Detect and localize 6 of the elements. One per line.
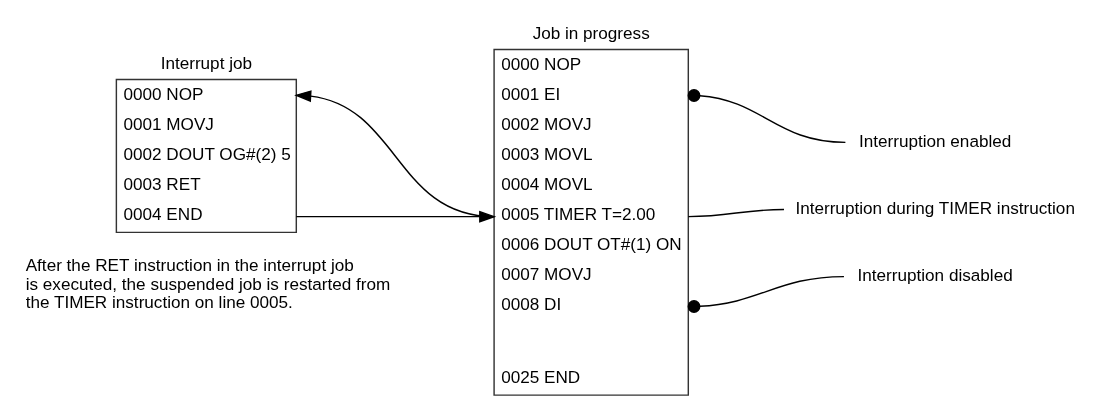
node-text: Interruption disabled xyxy=(857,265,1013,286)
node-text: Interruption during TIMER instruction xyxy=(795,197,1075,218)
label: After the RET instruction in the interrupt job is executed, the suspended job is restarted from the TIMER instruction on line 0005. xyxy=(25,255,391,313)
node-text: Interruption enabled xyxy=(858,130,1012,151)
node-label: Job in progress xyxy=(532,22,650,43)
node-label: Interrupt job xyxy=(160,52,253,73)
